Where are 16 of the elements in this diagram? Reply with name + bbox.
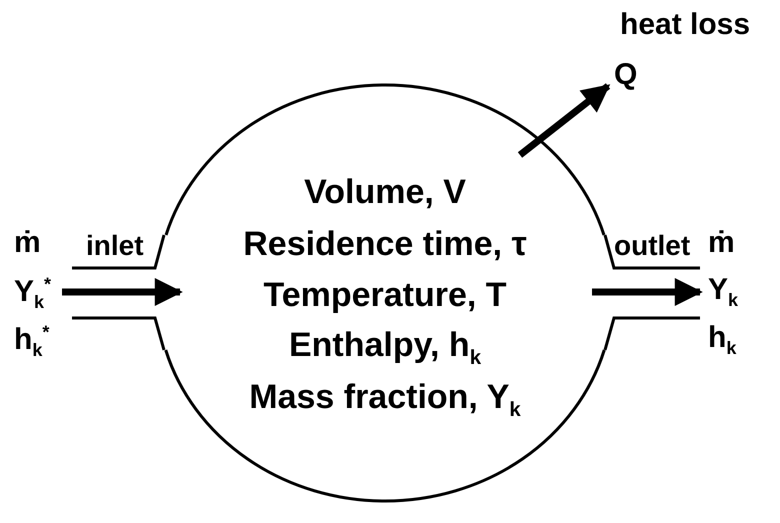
property-text: Volume, V bbox=[304, 175, 466, 209]
stream-variable: Y$_{k}$ bbox=[708, 275, 738, 309]
arrow bbox=[592, 278, 703, 306]
arrow bbox=[62, 278, 183, 306]
stream-variable: h$_{k}$ bbox=[708, 323, 736, 357]
arrow bbox=[518, 83, 610, 158]
property-text: Temperature, T bbox=[263, 278, 507, 312]
heat-loss-text: heat loss bbox=[620, 10, 750, 40]
stream-variable: ṁ bbox=[14, 228, 41, 258]
stream-variable: ṁ bbox=[708, 228, 735, 258]
port-label: outlet bbox=[614, 232, 690, 260]
port-label: inlet bbox=[86, 232, 144, 260]
property-text: Residence time, τ bbox=[243, 227, 527, 261]
property-text: Mass fraction, Y$_{k}$ bbox=[249, 380, 521, 420]
property-text: Enthalpy, h$_{k}$ bbox=[288, 328, 482, 368]
stream-variable: Q bbox=[614, 60, 638, 90]
